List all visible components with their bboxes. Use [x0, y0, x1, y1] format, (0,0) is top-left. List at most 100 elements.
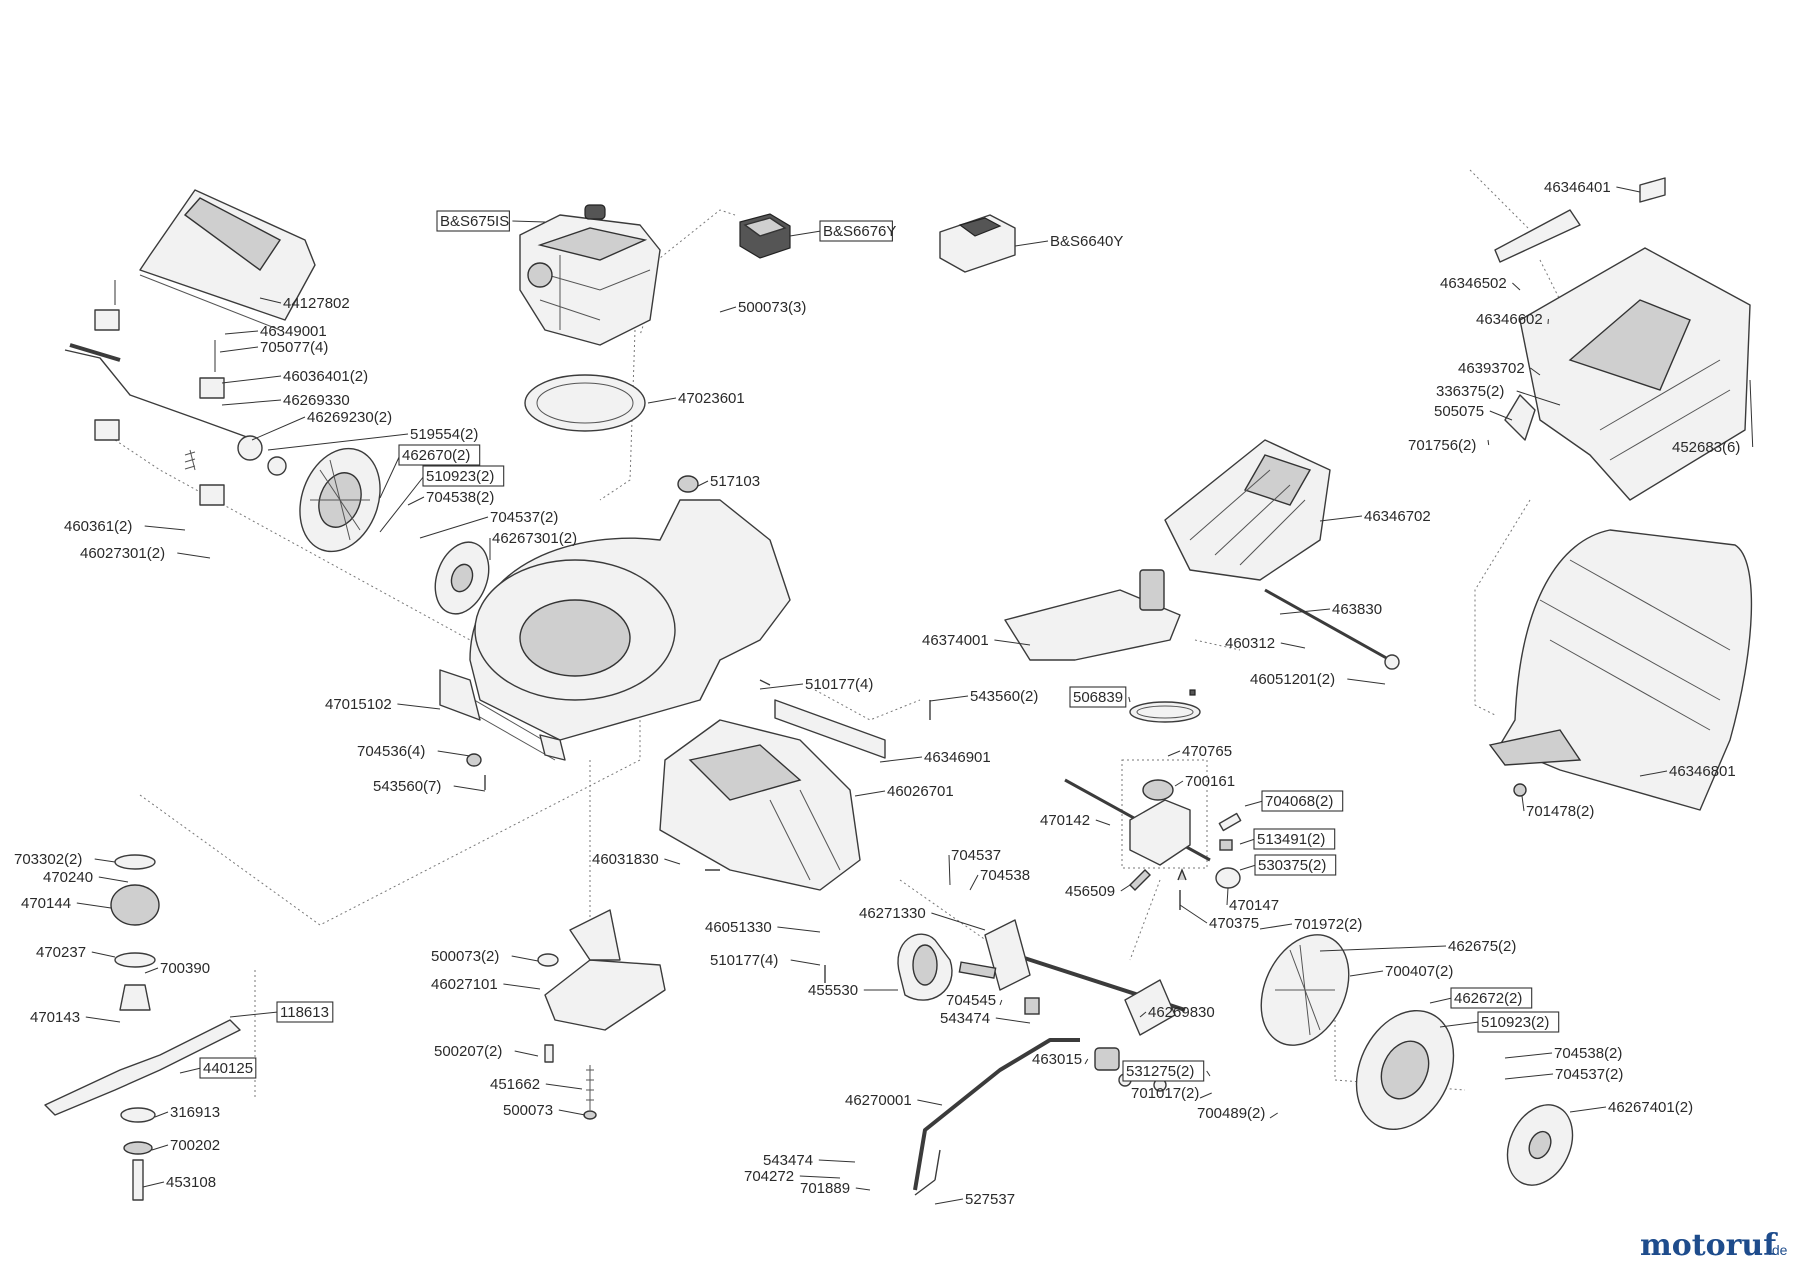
leader-line — [1569, 1106, 1607, 1113]
leader-line — [453, 785, 486, 792]
leader-line — [91, 951, 116, 958]
part-number-label: B&S675IS — [440, 213, 509, 230]
leader-line — [1167, 750, 1181, 757]
leader-line — [1239, 838, 1256, 845]
part-number-label: 470375 — [1209, 915, 1259, 932]
leader-line — [545, 1083, 583, 1090]
leader-line — [221, 375, 282, 384]
leader-line — [224, 330, 259, 335]
leader-line — [1504, 1052, 1553, 1059]
lid-rod-463830 — [1264, 588, 1400, 670]
part-number-label: 46051201(2) — [1250, 671, 1335, 688]
part-number-label: 704068(2) — [1265, 793, 1333, 810]
leader-line — [379, 454, 401, 499]
label-46346401 — [1639, 177, 1666, 203]
height-adjuster-rod — [913, 997, 1167, 1196]
leader-line — [251, 416, 306, 441]
part-number-label: 700161 — [1185, 773, 1235, 790]
part-number-label: 46346801 — [1669, 763, 1736, 780]
label-box — [1069, 686, 1127, 708]
leader-line — [1095, 819, 1111, 826]
rear-wheel-462672 — [1355, 1009, 1455, 1131]
part-number-label: 704537(2) — [1555, 1066, 1623, 1083]
leader-line — [151, 1144, 169, 1151]
part-number-label: 704538 — [980, 867, 1030, 884]
part-number-label: 704538(2) — [1554, 1045, 1622, 1062]
drive-belt — [1129, 701, 1201, 723]
gearbox-hardware — [1129, 812, 1242, 910]
part-number-label: 46027301(2) — [80, 545, 165, 562]
leader-line — [94, 858, 116, 863]
leader-line — [503, 983, 541, 990]
deck-housing — [439, 499, 791, 761]
part-number-label: 46269230(2) — [307, 409, 392, 426]
part-number-label: 500073(2) — [431, 948, 499, 965]
leader-line — [1128, 696, 1131, 703]
part-number-label: 46051330 — [705, 919, 772, 936]
part-number-label: 513491(2) — [1257, 831, 1325, 848]
part-number-label: 530375(2) — [1258, 857, 1326, 874]
part-number-label: 452683(6) — [1672, 439, 1740, 456]
part-number-label: 701889 — [800, 1180, 850, 1197]
battery-charger — [939, 214, 1016, 273]
leader-line — [664, 858, 681, 865]
leader-line — [1319, 945, 1447, 952]
leader-line — [789, 230, 822, 237]
part-number-label: 462670(2) — [402, 447, 470, 464]
side-discharge-chute — [544, 909, 666, 1031]
leader-line — [177, 552, 211, 559]
leader-line — [999, 999, 1003, 1006]
leader-line — [397, 703, 441, 710]
part-number-label: 470144 — [21, 895, 71, 912]
part-number-label: 704537 — [951, 847, 1001, 864]
label-box — [1253, 828, 1336, 850]
leader-line — [1239, 864, 1257, 871]
leader-line — [1206, 1070, 1211, 1077]
part-number-label: 46374001 — [922, 632, 989, 649]
part-number-label: 500207(2) — [434, 1043, 502, 1060]
leader-line — [1120, 884, 1131, 892]
leader-line — [934, 1198, 964, 1205]
part-number-label: 705077(4) — [260, 339, 328, 356]
part-number-label: 470237 — [36, 944, 86, 961]
part-number-label: 46269330 — [283, 392, 350, 409]
mulch-plug-46374001 — [1004, 569, 1181, 661]
part-number-label: 46026701 — [887, 783, 954, 800]
part-number-label: 462675(2) — [1448, 938, 1516, 955]
leader-line — [1516, 390, 1561, 406]
part-number-label: 456509 — [1065, 883, 1115, 900]
leader-line — [777, 926, 821, 933]
leader-line — [1014, 240, 1049, 247]
part-number-label: 336375(2) — [1436, 383, 1504, 400]
front-left-wheel — [299, 447, 381, 553]
basket-nut-701478 — [1513, 783, 1527, 797]
leader-line — [1489, 410, 1513, 421]
leader-line — [790, 959, 821, 966]
flap-rod-46346901 — [774, 699, 886, 759]
part-number-label: 46027101 — [431, 976, 498, 993]
part-number-label: 510923(2) — [426, 468, 494, 485]
leader-line — [879, 756, 923, 763]
part-number-label: 704538(2) — [426, 489, 494, 506]
part-number-label: 510177(4) — [710, 952, 778, 969]
part-number-label: 701017(2) — [1131, 1085, 1199, 1102]
part-number-label: 46267301(2) — [492, 530, 577, 547]
leader-line — [1259, 923, 1293, 930]
leader-line — [1349, 970, 1384, 977]
leader-line — [1487, 439, 1490, 446]
part-number-label: B&S6676Y — [823, 223, 896, 240]
leader-line — [259, 297, 282, 304]
label-box — [1477, 1011, 1560, 1033]
leader-line — [1199, 1092, 1212, 1099]
leader-line — [1244, 800, 1264, 807]
part-number-label: 470147 — [1229, 897, 1279, 914]
part-number-label: 704536(4) — [357, 743, 425, 760]
part-number-label: 46346401 — [1544, 179, 1611, 196]
leader-line — [1749, 379, 1754, 448]
part-number-label: 510923(2) — [1481, 1014, 1549, 1031]
part-number-label: 462672(2) — [1454, 990, 1522, 1007]
handle-left-assembly — [64, 280, 287, 506]
leader-line — [144, 967, 159, 974]
leader-line — [1269, 1112, 1278, 1119]
leader-line — [1279, 608, 1331, 615]
